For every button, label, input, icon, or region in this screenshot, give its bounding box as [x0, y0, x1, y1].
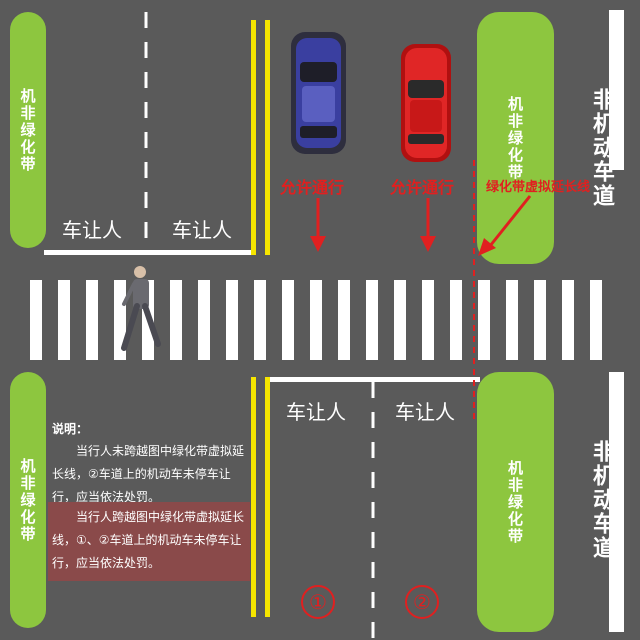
zebra-stripe — [422, 280, 434, 360]
zebra-stripe — [58, 280, 70, 360]
zebra-stripe — [366, 280, 378, 360]
yellow-line-top-1 — [251, 20, 256, 255]
yield-label-top-left-1: 车让人 — [62, 218, 122, 242]
non-motor-lane-top-label: 非机动车道 — [589, 88, 614, 208]
zebra-stripe — [30, 280, 42, 360]
arrow-extension-shaft — [488, 195, 532, 247]
arrow-extension-head — [478, 238, 496, 256]
green-belt-bottom-left-label: 机非绿化带 — [18, 457, 37, 543]
lane1-number-circle — [301, 585, 335, 619]
non-motor-lane-bottom-label: 非机动车道 — [589, 440, 614, 560]
red-car-windshield — [408, 80, 444, 98]
blue-car — [291, 32, 346, 154]
zebra-stripe — [534, 280, 546, 360]
green-belt-bottom-right: 机非绿化带 — [477, 372, 554, 632]
allow-pass-label-lane1: 允许通行 — [280, 178, 345, 197]
zebra-stripe — [282, 280, 294, 360]
zebra-stripe — [394, 280, 406, 360]
zebra-crossing — [30, 280, 602, 360]
lane2-number: ② — [413, 590, 431, 614]
yellow-line-bottom-2 — [265, 377, 270, 617]
extension-line-label: 绿化带虚拟延长线 — [486, 180, 591, 195]
pedestrian-head — [134, 266, 146, 278]
notes-line-1: 当行人未跨越图中绿化带虚拟延长线，②车道上的机动车未停车让行，应当依法处罚。 — [52, 444, 245, 504]
pedestrian-torso — [133, 279, 149, 309]
red-car — [401, 44, 451, 162]
green-belt-bottom-left: 机非绿化带 — [10, 372, 46, 628]
red-car-rear-window — [408, 134, 444, 144]
notes-title: 说明： — [52, 422, 89, 436]
green-belt-top-right-label: 机非绿化带 — [506, 95, 524, 181]
stop-line-top — [44, 250, 254, 255]
red-car-roof — [410, 100, 442, 132]
zebra-stripe — [254, 280, 266, 360]
yield-label-top-left-2: 车让人 — [172, 218, 232, 242]
green-belt-top-left-label: 机非绿化带 — [18, 87, 37, 173]
green-belt-top-left: 机非绿化带 — [10, 12, 46, 248]
arrow-lane1-head — [310, 236, 326, 252]
yellow-line-bottom-1 — [251, 377, 256, 617]
blue-car-windshield — [300, 62, 337, 82]
yield-label-bottom-1: 车让人 — [286, 400, 346, 424]
green-belt-bottom-right-label: 机非绿化带 — [506, 459, 524, 545]
zebra-stripe — [114, 280, 126, 360]
zebra-stripe — [226, 280, 238, 360]
pedestrian-icon — [121, 266, 161, 351]
pedestrian-leg-back — [121, 303, 140, 351]
arrow-lane2-head — [420, 236, 436, 252]
pedestrian-arm — [122, 282, 136, 306]
yellow-line-top-2 — [265, 20, 270, 255]
allow-pass-label-lane2: 允许通行 — [390, 178, 455, 197]
lane-edge-top-right — [609, 10, 624, 170]
zebra-stripe — [310, 280, 322, 360]
zebra-stripe — [478, 280, 490, 360]
lane1-number: ① — [309, 590, 327, 614]
zebra-stripe — [198, 280, 210, 360]
lane-edge-bottom-right — [609, 372, 624, 632]
stop-line-bottom — [270, 377, 480, 382]
blue-car-rear-window — [300, 126, 337, 138]
green-belt-top-right: 机非绿化带 — [477, 12, 554, 264]
yield-label-bottom-2: 车让人 — [395, 400, 455, 424]
zebra-stripe — [338, 280, 350, 360]
blue-car-roof — [302, 86, 335, 122]
zebra-stripe — [86, 280, 98, 360]
zebra-stripe — [590, 280, 602, 360]
zebra-stripe — [450, 280, 462, 360]
zebra-stripe — [506, 280, 518, 360]
pedestrian-leg-front — [142, 303, 161, 347]
arrow-lane2 — [420, 198, 436, 252]
arrow-extension — [478, 195, 532, 256]
zebra-stripe — [562, 280, 574, 360]
lane2-number-circle — [405, 585, 439, 619]
arrow-lane1 — [310, 198, 326, 252]
zebra-stripe — [170, 280, 182, 360]
notes-line-2: 当行人跨越图中绿化带虚拟延长线，①、②车道上的机动车未停车让行，应当依法处罚。 — [48, 502, 250, 581]
